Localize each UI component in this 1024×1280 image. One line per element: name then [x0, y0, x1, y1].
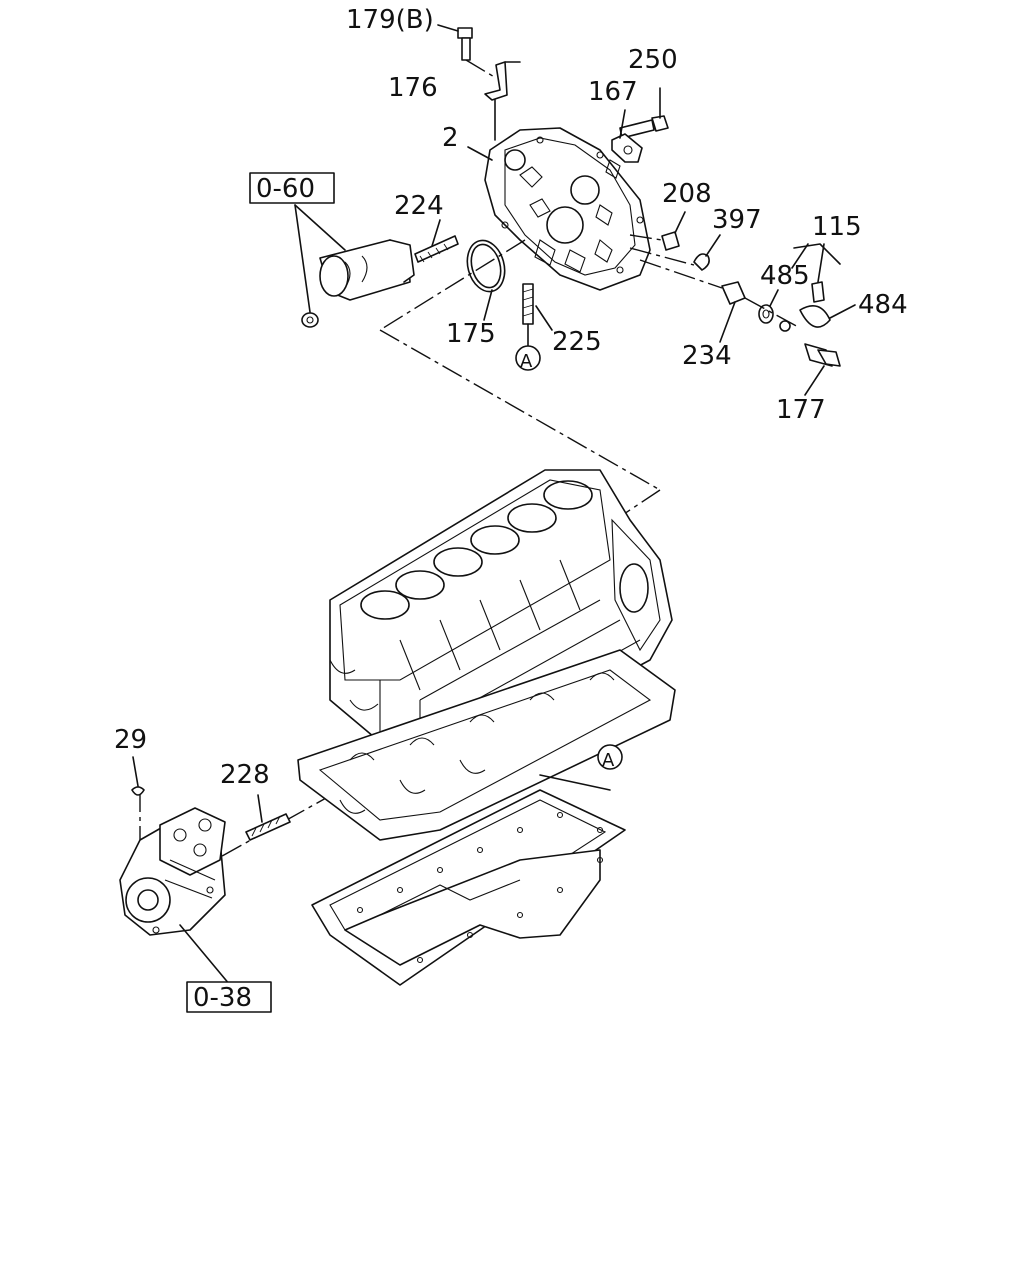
- bolt-179b: [437, 24, 497, 79]
- ref-marker-a-pan: A: [597, 744, 623, 771]
- label-234: 234: [682, 341, 732, 371]
- ref-marker-a-top: A: [515, 345, 541, 372]
- label-224: 224: [394, 191, 444, 221]
- key-29: [131, 756, 145, 796]
- air-compressor: [119, 807, 231, 986]
- plug-208: [629, 211, 686, 251]
- label-115: 115: [812, 212, 862, 242]
- label-250: 250: [628, 45, 678, 75]
- label-a-top: A: [520, 351, 533, 372]
- label-484: 484: [858, 290, 908, 320]
- clip-397: [629, 234, 721, 271]
- ref-box-038: [186, 981, 272, 1013]
- label-a-pan: A: [602, 750, 615, 771]
- label-228: 228: [220, 760, 270, 790]
- label-2: 2: [442, 123, 459, 153]
- ref-box-060-leaders: [294, 204, 346, 313]
- stud-224: [414, 219, 459, 263]
- bolt-177: [804, 343, 841, 396]
- label-179b: 179(B): [346, 5, 434, 35]
- label-038: 0-38: [193, 983, 252, 1013]
- bracket-176: [484, 61, 521, 141]
- gasket-167: [611, 109, 643, 163]
- stud-228: [245, 794, 291, 841]
- label-225: 225: [552, 327, 602, 357]
- starter-motor: [301, 239, 415, 328]
- flywheel-housing: [484, 127, 651, 291]
- label-397: 397: [712, 205, 762, 235]
- label-208: 208: [662, 179, 712, 209]
- label-176: 176: [388, 73, 438, 103]
- plug-234: [639, 259, 746, 343]
- label-060: 0-60: [256, 174, 315, 204]
- label-175: 175: [446, 319, 496, 349]
- oring-175: [466, 239, 506, 321]
- oil-pan: [311, 774, 626, 986]
- washer-485: [758, 289, 779, 324]
- label-485: 485: [760, 261, 810, 291]
- label-29: 29: [114, 725, 147, 755]
- crankcase-ladder: [297, 649, 676, 841]
- clamp-484: [744, 297, 856, 332]
- stud-225: [522, 283, 553, 347]
- bracket-115: [791, 243, 841, 303]
- ref-box-060: [249, 172, 335, 204]
- label-177: 177: [776, 395, 826, 425]
- label-167: 167: [588, 77, 638, 107]
